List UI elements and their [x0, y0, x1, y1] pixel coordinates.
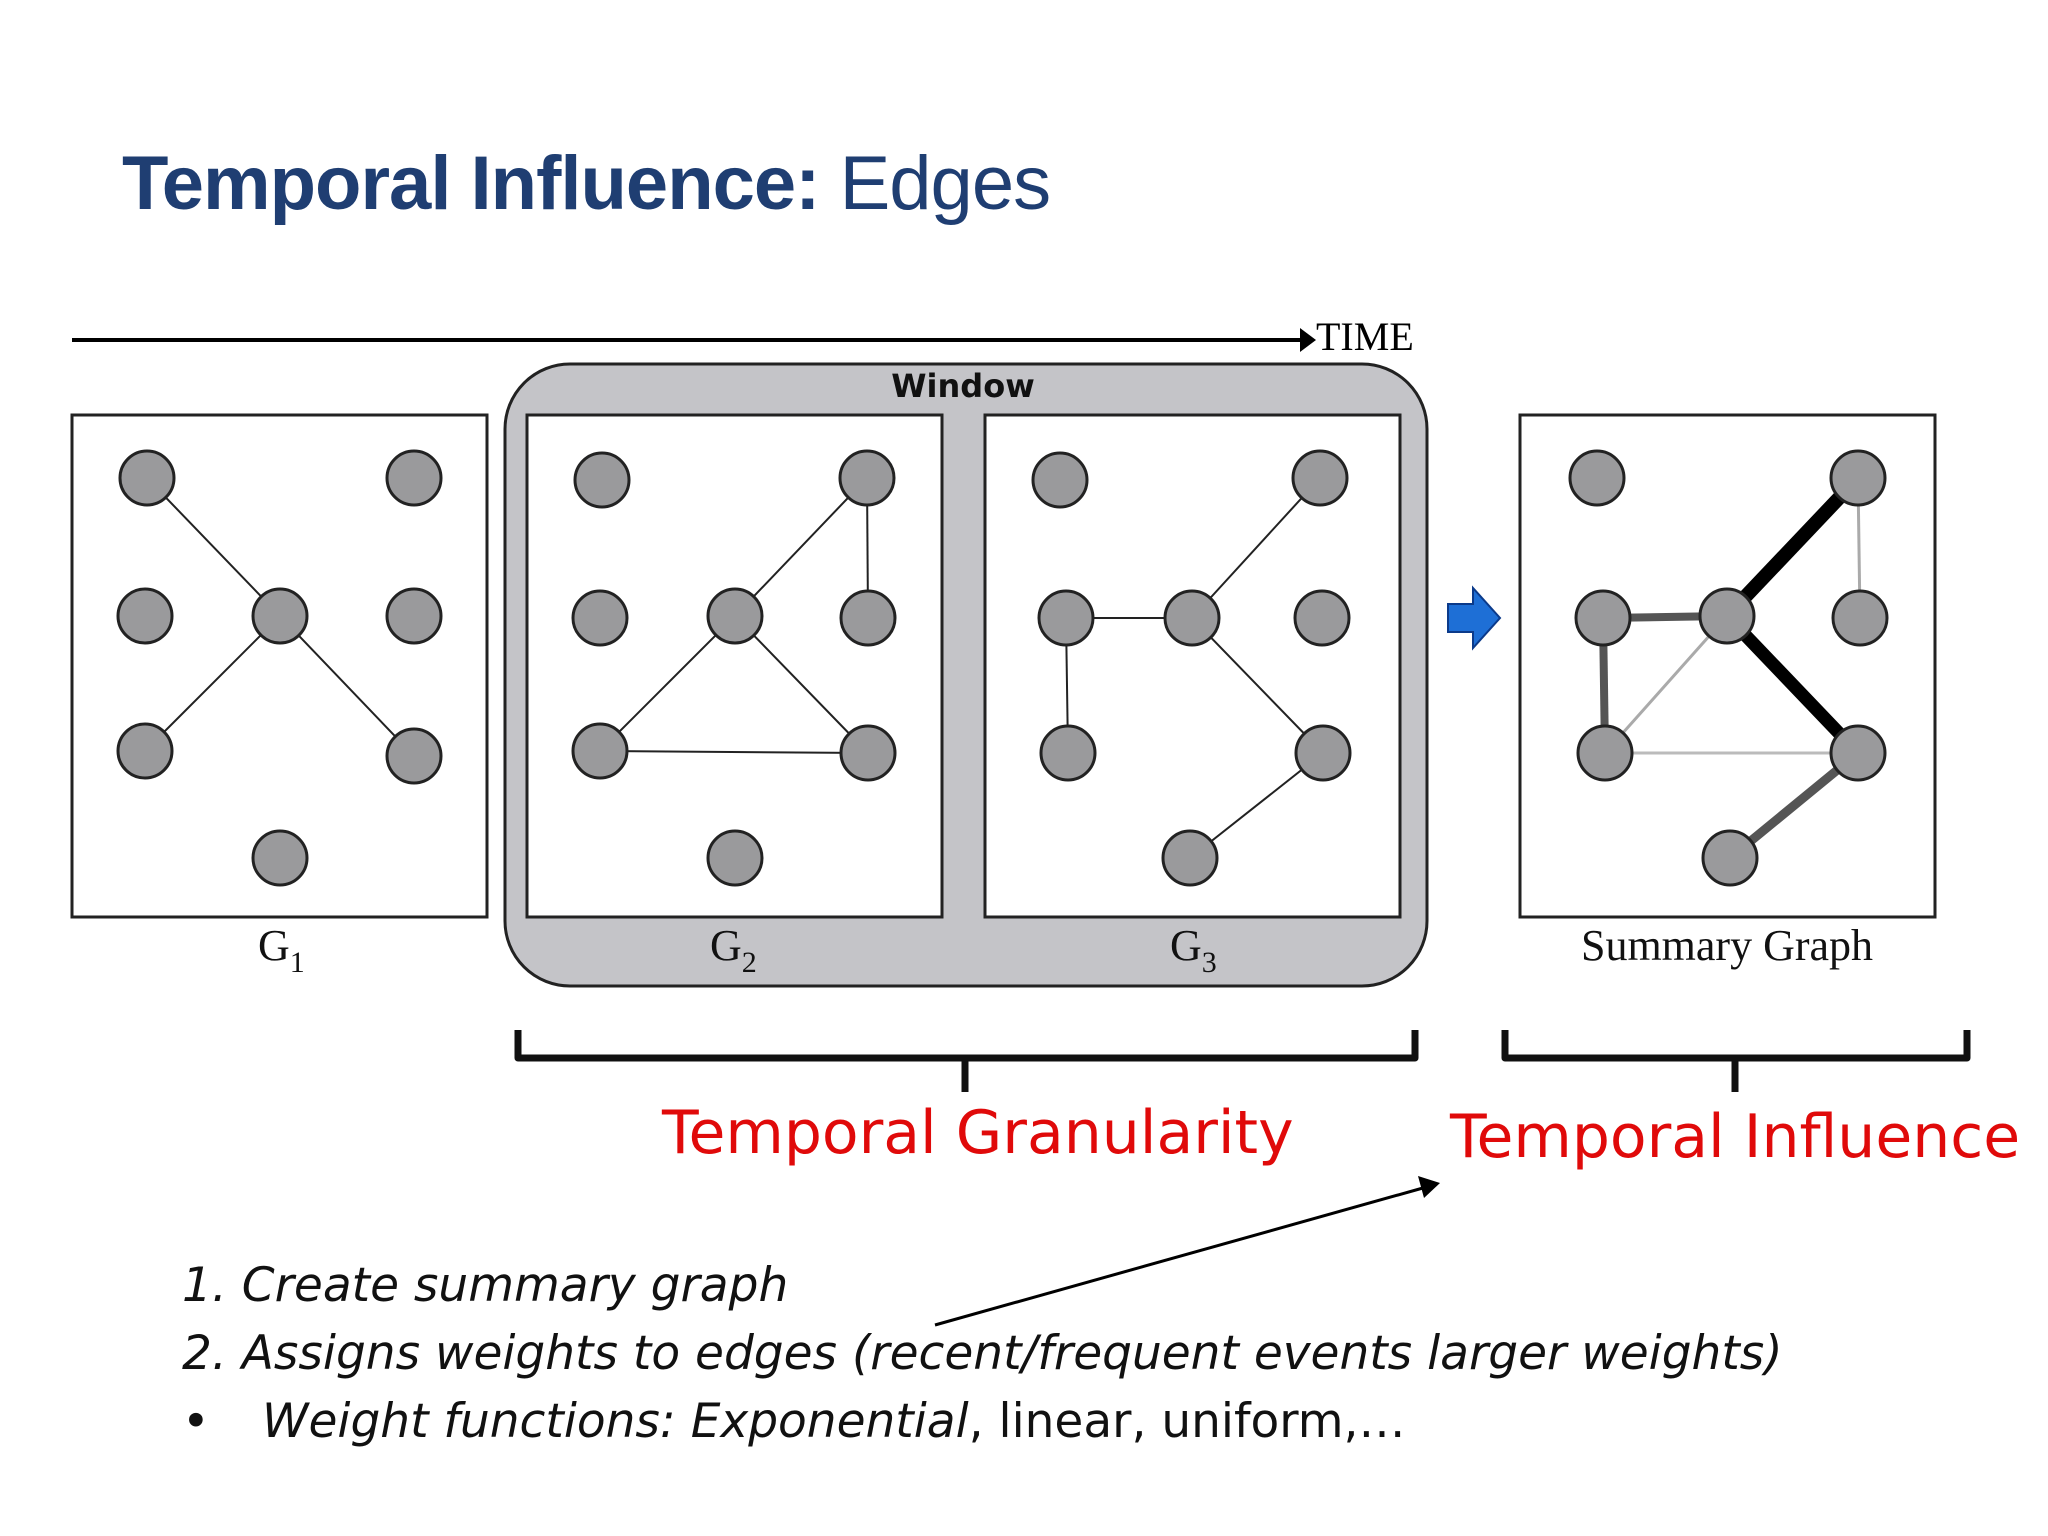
node	[573, 451, 631, 509]
title-normal: Edges	[819, 141, 1051, 226]
edge	[734, 477, 868, 617]
graph-label-g2: G2	[710, 921, 757, 979]
edge	[146, 477, 281, 617]
node	[1161, 829, 1219, 887]
node	[1831, 589, 1889, 647]
node	[1293, 589, 1351, 647]
node	[385, 727, 443, 785]
time-label: TIME	[1316, 314, 1414, 359]
time-arrow-head	[1300, 328, 1316, 352]
right-arrow-icon	[1447, 585, 1502, 651]
window-label: Window	[891, 367, 1035, 405]
edge	[734, 615, 869, 754]
step-3: • Weight functions: Exponential, linear, …	[182, 1394, 1783, 1462]
graph-label-subscript: 2	[742, 946, 757, 979]
steps-list: 1. Create summary graph 2. Assigns weigh…	[182, 1258, 1783, 1462]
node	[706, 587, 764, 645]
step-3-italic: Weight functions: Exponential	[262, 1394, 969, 1449]
node	[1039, 724, 1097, 782]
temporal-influence-label: Temporal Influence	[1450, 1102, 2021, 1172]
node	[385, 449, 443, 507]
g1-edges	[144, 477, 415, 757]
edge	[1191, 617, 1324, 754]
pointer-arrow-head	[1418, 1176, 1440, 1198]
edge	[279, 615, 415, 757]
node	[116, 722, 174, 780]
node	[1829, 449, 1887, 507]
brace-influence	[1501, 1030, 1971, 1092]
node	[839, 589, 897, 647]
node	[251, 829, 309, 887]
node	[1568, 449, 1626, 507]
slide-title: Temporal Influence: Edges	[122, 140, 1051, 227]
step-2: 2. Assigns weights to edges (recent/freq…	[182, 1326, 1783, 1394]
node	[1698, 587, 1756, 645]
pointer-arrow	[934, 1184, 1431, 1327]
edge-heavy	[1721, 473, 1864, 621]
node	[1163, 589, 1221, 647]
graph-label-letter: G	[258, 921, 290, 970]
nodes	[116, 449, 1889, 887]
edge	[1191, 477, 1321, 619]
graph-label-letter: G	[710, 921, 742, 970]
step-2-text: 2. Assigns weights to edges (recent/freq…	[182, 1326, 1783, 1381]
node	[1574, 589, 1632, 647]
edge	[144, 615, 281, 752]
graph-label-subscript: 3	[1202, 946, 1217, 979]
edge	[599, 750, 869, 754]
edge-light	[1603, 615, 1729, 754]
node	[571, 589, 629, 647]
edge	[599, 615, 736, 752]
temporal-granularity-label: Temporal Granularity	[662, 1098, 1294, 1168]
title-bold: Temporal Influence:	[122, 141, 820, 226]
node	[1829, 724, 1887, 782]
node	[1291, 449, 1349, 507]
brace-granularity	[514, 1030, 1419, 1092]
node	[1031, 451, 1089, 509]
node	[839, 724, 897, 782]
graph-label-summary: Summary Graph	[1581, 921, 1873, 970]
graph-label-subscript: 1	[290, 946, 305, 979]
node	[1576, 724, 1634, 782]
graph-label-g1: G1	[258, 921, 305, 979]
node	[706, 829, 764, 887]
graph-label-letter: G	[1170, 921, 1202, 970]
graph-label-g3: G3	[1170, 921, 1217, 979]
step-1: 1. Create summary graph	[182, 1258, 1783, 1326]
bullet-icon: •	[182, 1394, 210, 1449]
step-3-rest: , linear, uniform,…	[968, 1394, 1406, 1449]
node	[1294, 724, 1352, 782]
step-1-text: 1. Create summary graph	[182, 1258, 789, 1313]
edge-heavy	[1722, 611, 1863, 758]
node	[1701, 829, 1759, 887]
node	[1037, 589, 1095, 647]
node	[251, 587, 309, 645]
node	[571, 722, 629, 780]
node	[385, 587, 443, 645]
node	[838, 449, 896, 507]
node	[118, 449, 176, 507]
node	[116, 587, 174, 645]
